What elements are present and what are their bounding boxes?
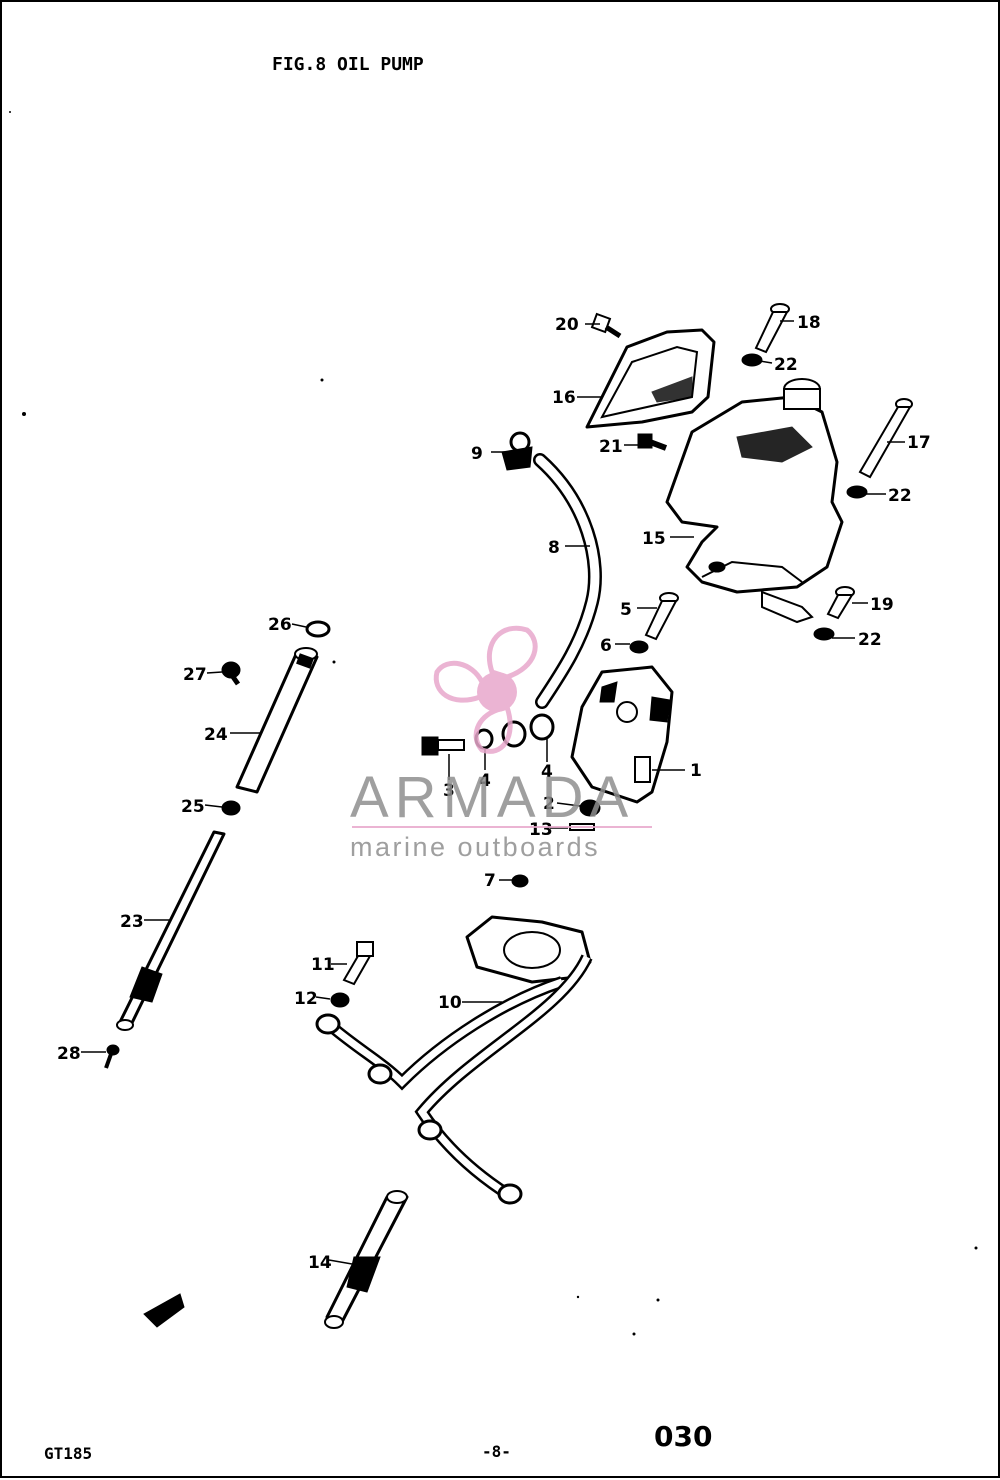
- part-28-pin: [104, 1044, 120, 1069]
- part-18-bolt: [754, 303, 790, 354]
- watermark-tagline: marine outboards: [350, 832, 600, 862]
- part-10-gasket-hoses: [315, 915, 593, 1205]
- callout-16: 16: [552, 388, 576, 408]
- callout-10: 10: [438, 993, 462, 1013]
- callout-28: 28: [57, 1044, 81, 1064]
- part-11-bolt: [342, 941, 374, 986]
- callout-27: 27: [183, 665, 207, 685]
- part-16-bracket: [585, 328, 716, 429]
- callout-12: 12: [294, 989, 318, 1009]
- part-6-washer: [629, 640, 649, 654]
- callout-5: 5: [620, 600, 632, 620]
- leader-lines: [81, 320, 905, 1265]
- part-14-drive-shaft: [324, 1190, 409, 1329]
- page-marker: -8-: [482, 1442, 511, 1461]
- part-3-bolt: [421, 736, 465, 756]
- part-5-bolt: [644, 592, 679, 641]
- callout-21: 21: [599, 437, 623, 457]
- part-2-clip: [579, 799, 601, 817]
- callout-11: 11: [311, 955, 335, 975]
- page-number: 030: [654, 1420, 712, 1453]
- callout-20: 20: [555, 315, 579, 335]
- callout-7: 7: [484, 871, 496, 891]
- callout-4-right: 4: [541, 762, 553, 782]
- callout-25: 25: [181, 797, 205, 817]
- part-21-screw: [637, 433, 668, 451]
- part-26-o-ring: [305, 620, 331, 638]
- callout-8: 8: [548, 538, 560, 558]
- part-9-clip: [501, 431, 533, 471]
- callout-labels: 20 18 22 16 21 17 22 15 9 8 5 19 22 6 1 …: [57, 313, 931, 1273]
- callout-18: 18: [797, 313, 821, 333]
- part-23-cable: [116, 830, 226, 1031]
- part-7-nut: [511, 874, 529, 888]
- part-19-bolt: [826, 586, 855, 620]
- figure-title: FIG.8 OIL PUMP: [272, 54, 424, 75]
- part-27-screw: [221, 661, 241, 686]
- part-24-tube: [235, 647, 319, 794]
- scan-specks: [9, 111, 978, 1336]
- part-15-oil-tank: [665, 378, 844, 624]
- callout-22-upper: 22: [774, 355, 798, 375]
- watermark: ARMADA marine outboards: [350, 625, 652, 862]
- part-4-washers: [474, 713, 555, 750]
- callout-22-middle: 22: [888, 486, 912, 506]
- callout-15: 15: [642, 529, 666, 549]
- callout-9: 9: [471, 444, 483, 464]
- watermark-brand: ARMADA: [350, 765, 634, 830]
- part-25-ring: [221, 800, 241, 816]
- propeller-logo-icon: [433, 625, 538, 754]
- part-20-screw: [590, 312, 622, 339]
- callout-17: 17: [907, 433, 931, 453]
- callout-2: 2: [543, 794, 555, 814]
- part-1-oil-pump: [570, 665, 674, 804]
- model-code: GT185: [44, 1444, 92, 1463]
- callout-3: 3: [443, 781, 455, 801]
- callout-6: 6: [600, 636, 612, 656]
- callout-4-left: 4: [479, 771, 491, 791]
- part-17-long-bolt: [858, 398, 913, 479]
- callout-26: 26: [268, 615, 292, 635]
- part-8-hose: [533, 453, 602, 709]
- part-12-washer: [330, 992, 350, 1008]
- front-direction-arrow: [143, 1293, 185, 1328]
- callout-22-lower: 22: [858, 630, 882, 650]
- callout-19: 19: [870, 595, 894, 615]
- part-22-grommets: [741, 353, 868, 641]
- callout-23: 23: [120, 912, 144, 932]
- callout-24: 24: [204, 725, 228, 745]
- callout-1: 1: [690, 761, 702, 781]
- callout-13: 13: [529, 820, 553, 840]
- callout-14: 14: [308, 1253, 332, 1273]
